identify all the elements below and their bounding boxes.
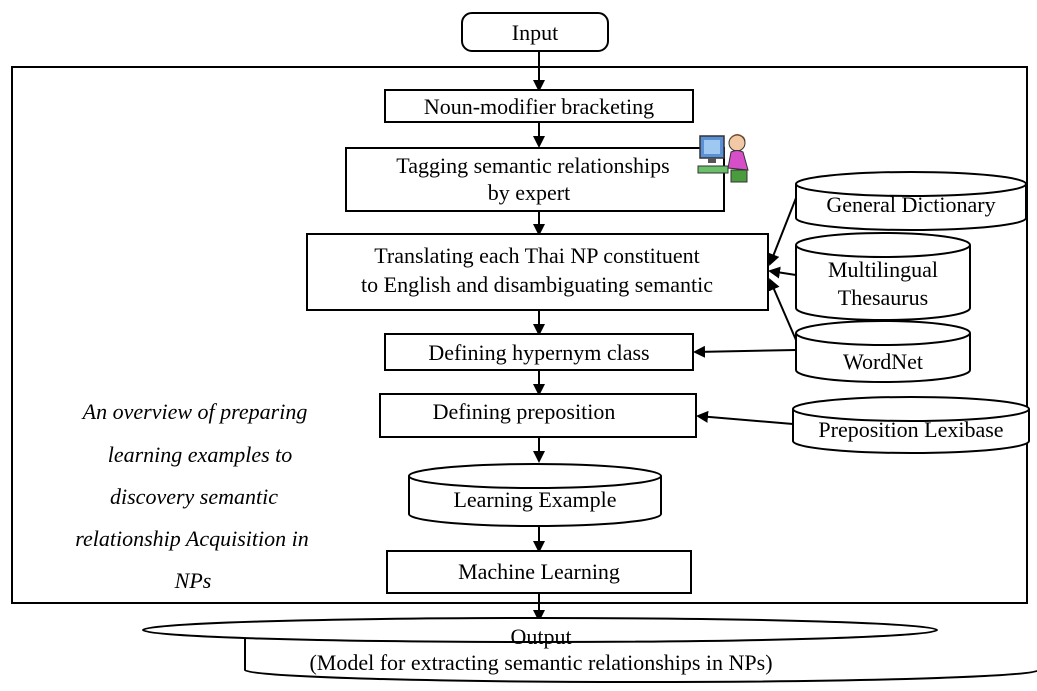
step-hypernym-label: Defining hypernym class: [428, 340, 649, 365]
step-translating-label-line1: Translating each Thai NP constituent: [374, 243, 699, 268]
caption-line4: relationship Acquisition in: [75, 526, 308, 551]
wordnet-datastore: WordNet: [795, 320, 971, 383]
caption-line2: learning examples to: [108, 442, 293, 467]
output-datastore: Output (Model for extracting semantic re…: [142, 617, 1037, 683]
caption-line5: NPs: [174, 568, 212, 593]
diagram-caption: An overview of preparing learning exampl…: [75, 399, 308, 593]
step-bracketing: Noun-modifier bracketing: [384, 89, 694, 123]
output-label-line1: Output: [510, 624, 571, 649]
arrow-lexibase-to-preposition: [696, 410, 794, 425]
input-label: Input: [512, 20, 558, 45]
general-dictionary-label: General Dictionary: [826, 192, 995, 217]
step-translating: Translating each Thai NP constituent to …: [306, 233, 769, 311]
caption-line1: An overview of preparing: [81, 399, 308, 424]
step-preposition-label: Defining preposition: [433, 399, 616, 424]
preposition-lexibase-label: Preposition Lexibase: [818, 417, 1003, 442]
person-at-computer-icon: [697, 134, 749, 183]
step-tagging-label-line2: by expert: [488, 180, 570, 205]
input-node: Input: [461, 12, 609, 52]
caption-line3: discovery semantic: [110, 484, 278, 509]
multilingual-thesaurus-label-line1: Multilingual: [828, 257, 938, 282]
arrow-dictionary-to-translating: [768, 197, 797, 266]
step-bracketing-label: Noun-modifier bracketing: [424, 94, 654, 119]
step-tagging: Tagging semantic relationships by expert: [345, 147, 725, 212]
arrow-wordnet-to-hypernym: [693, 345, 797, 358]
step-translating-label-line2: to English and disambiguating semantic: [361, 272, 713, 297]
process-frame: [11, 66, 1028, 604]
learning-example-datastore: Learning Example: [408, 463, 662, 527]
output-label-line2: (Model for extracting semantic relations…: [309, 650, 772, 675]
multilingual-thesaurus-label-line2: Thesaurus: [838, 285, 928, 310]
multilingual-thesaurus-datastore: Multilingual Thesaurus: [795, 232, 971, 321]
general-dictionary-datastore: General Dictionary: [795, 171, 1027, 231]
step-tagging-label-line1: Tagging semantic relationships: [396, 153, 669, 178]
step-machine-learning: Machine Learning: [386, 550, 692, 594]
step-machine-learning-label: Machine Learning: [458, 559, 620, 584]
preposition-lexibase-datastore: Preposition Lexibase: [792, 396, 1030, 454]
arrow-thesaurus-to-translating: [768, 266, 797, 279]
step-hypernym: Defining hypernym class: [384, 333, 694, 371]
wordnet-label: WordNet: [843, 349, 923, 374]
step-preposition: Defining preposition: [379, 393, 697, 438]
arrow-wordnet-to-translating: [768, 278, 797, 341]
learning-example-label: Learning Example: [453, 487, 616, 512]
